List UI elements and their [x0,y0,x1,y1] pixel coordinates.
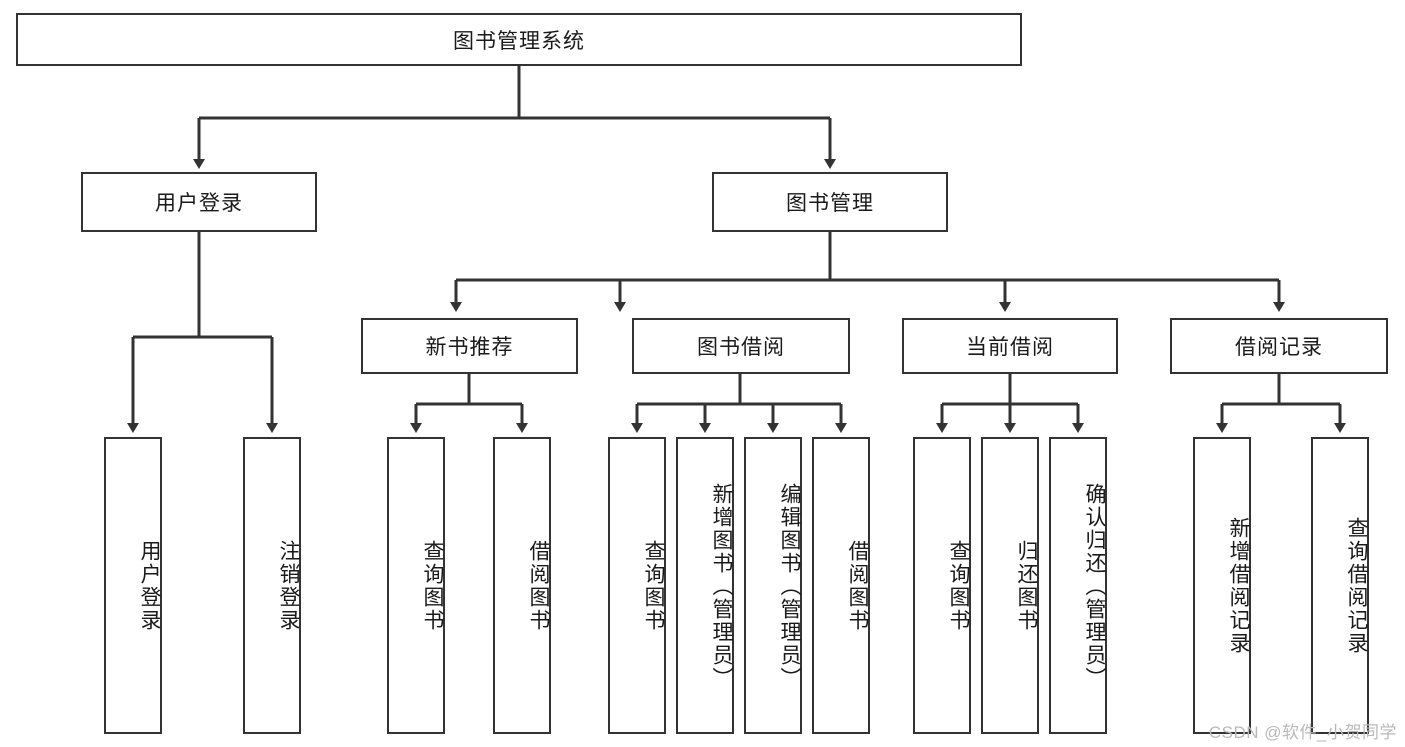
leaf-return-book[interactable]: 归还图书 [981,437,1039,734]
node-label: 查询借阅记录 [1345,516,1368,655]
node-label: 查询图书 [947,539,970,632]
node-label: 查询图书 [642,539,665,632]
node-current-borrow[interactable]: 当前借阅 [902,318,1118,374]
node-user-login[interactable]: 用户登录 [81,172,317,232]
node-borrow-record[interactable]: 借阅记录 [1170,318,1388,374]
node-book-borrow[interactable]: 图书借阅 [632,318,850,374]
node-label: 图书借阅 [697,336,785,359]
node-label: 归还图书 [1015,539,1038,632]
leaf-query-borrow-record[interactable]: 查询借阅记录 [1311,437,1369,734]
node-label: 借阅记录 [1235,336,1323,359]
node-label: 借阅图书 [527,539,550,632]
node-label: 查询图书 [421,539,444,632]
node-label: 注销登录 [277,539,300,632]
node-label: 借阅图书 [846,539,869,632]
leaf-query-book-recommend[interactable]: 查询图书 [387,437,445,734]
leaf-user-login[interactable]: 用户登录 [104,437,162,734]
leaf-edit-book-admin[interactable]: 编辑图书（管理员） [744,437,802,734]
leaf-add-borrow-record[interactable]: 新增借阅记录 [1193,437,1251,734]
node-root[interactable]: 图书管理系统 [16,13,1022,66]
node-label: 当前借阅 [966,336,1054,359]
watermark-text: CSDN @软件_小贺同学 [1208,723,1397,742]
leaf-query-book-current[interactable]: 查询图书 [913,437,971,734]
node-label: 新增图书（管理员） [710,483,733,690]
node-label: 用户登录 [138,539,161,632]
leaf-logout[interactable]: 注销登录 [243,437,301,734]
node-label: 图书管理系统 [453,29,585,53]
node-label: 编辑图书（管理员） [778,483,801,690]
node-label: 用户登录 [155,192,243,215]
leaf-borrow-book-recommend[interactable]: 借阅图书 [493,437,551,734]
leaf-query-book-borrow[interactable]: 查询图书 [608,437,666,734]
node-new-book-recommend[interactable]: 新书推荐 [361,318,578,374]
leaf-borrow-book[interactable]: 借阅图书 [812,437,870,734]
node-label: 新增借阅记录 [1227,516,1250,655]
node-label: 确认归还（管理员） [1083,483,1106,690]
leaf-add-book-admin[interactable]: 新增图书（管理员） [676,437,734,734]
node-label: 新书推荐 [425,336,514,359]
node-label: 图书管理 [786,192,874,215]
node-book-management[interactable]: 图书管理 [712,172,948,232]
leaf-confirm-return-admin[interactable]: 确认归还（管理员） [1049,437,1107,734]
